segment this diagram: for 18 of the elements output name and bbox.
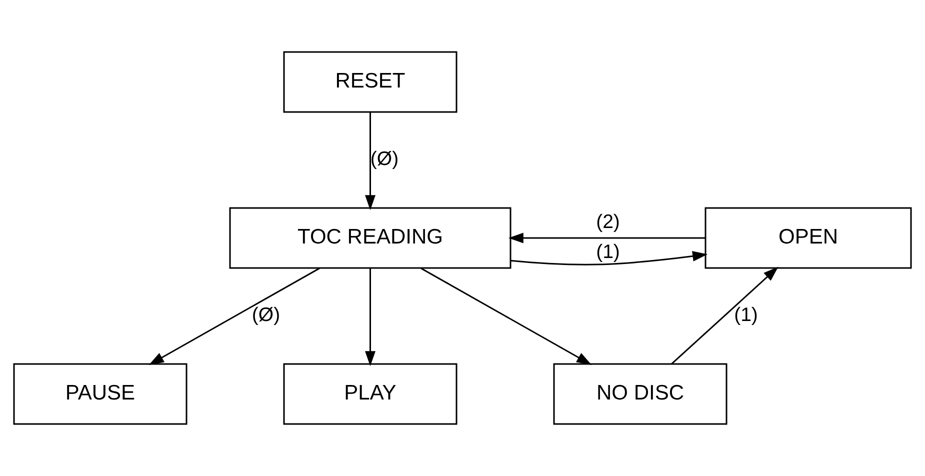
arrow: [510, 251, 708, 266]
edge-label: (Ø): [370, 148, 399, 170]
edge-label: (1): [734, 304, 758, 326]
edge-label: (Ø): [252, 304, 280, 326]
edge-label: (2): [596, 211, 620, 234]
arrow: [148, 268, 320, 365]
node-box: PLAY: [283, 363, 458, 425]
node-box: PAUSE: [13, 363, 188, 425]
node-box: NO DISC: [553, 363, 728, 425]
node-box: RESET: [283, 51, 458, 113]
arrow: [671, 266, 778, 364]
arrow: [420, 268, 592, 365]
node-box: OPEN: [704, 207, 912, 269]
edge-label: (1): [596, 241, 620, 264]
arrow: [365, 112, 376, 210]
node-box: TOC READING: [229, 207, 512, 269]
arrow: [508, 232, 706, 244]
arrow: [365, 268, 376, 366]
